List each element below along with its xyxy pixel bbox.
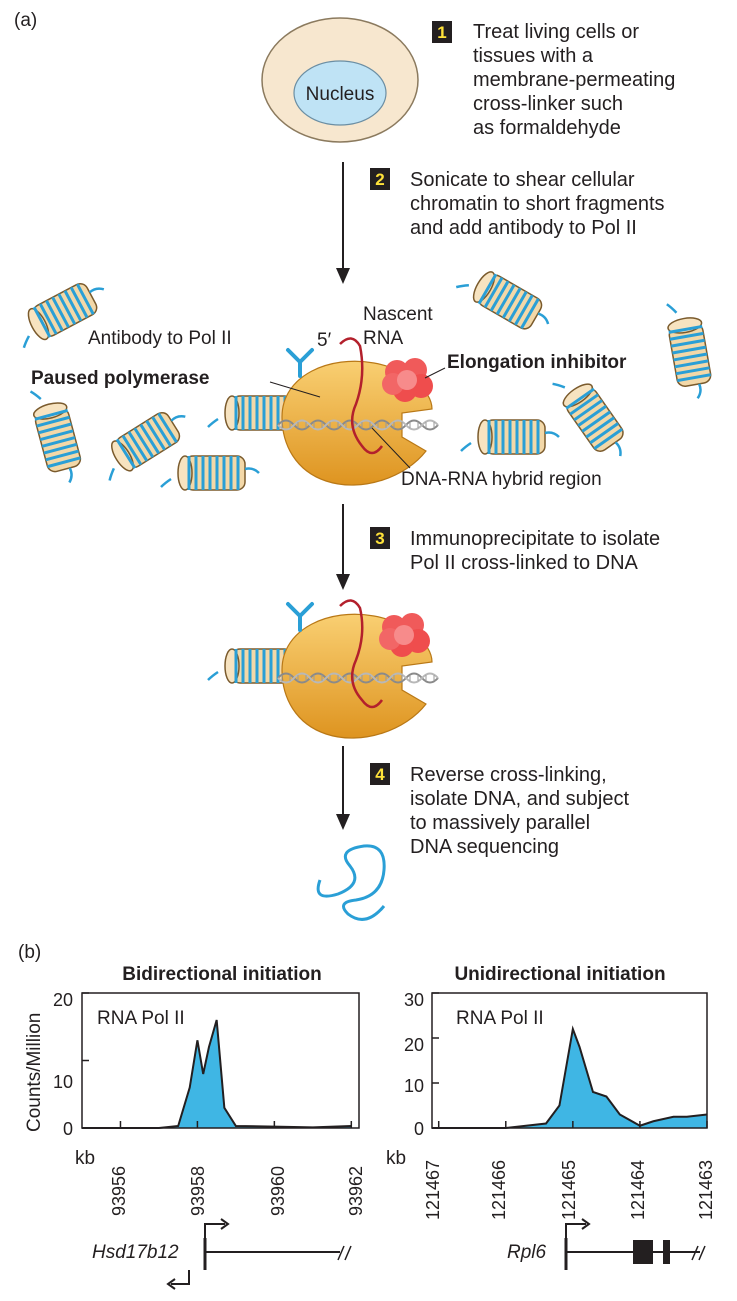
tss-reverse-arrow [171, 1270, 190, 1285]
x-tick-label: 121467 [423, 1160, 443, 1220]
y-tick-label: 20 [404, 1035, 424, 1055]
y-axis-label: Counts/Million [24, 1013, 45, 1132]
nascent-rna [339, 337, 384, 455]
y-tick-label: 10 [404, 1076, 424, 1096]
series-line [432, 1025, 708, 1129]
x-tick-label: 93962 [346, 1166, 366, 1216]
immunoprecipitated-complex [206, 599, 439, 739]
exon [633, 1240, 653, 1264]
plot-frame [81, 992, 360, 1129]
x-tick-label: 93960 [268, 1166, 288, 1216]
arrow-step-2 [336, 162, 350, 284]
nucleus-label: Nucleus [306, 84, 375, 105]
step-4-badge: 4 [370, 763, 390, 785]
series-area [82, 1020, 352, 1128]
step-4-number: 4 [375, 765, 385, 784]
y-tick-label: 0 [414, 1119, 424, 1139]
gene-model-rpl6: Rpl6 [507, 1218, 706, 1270]
y-tick-label: 10 [53, 1072, 73, 1092]
x-tick-label: 121465 [559, 1160, 579, 1220]
series-label: RNA Pol II [456, 1008, 544, 1029]
kb-label: kb [386, 1148, 406, 1169]
x-tick-label: 121464 [628, 1160, 648, 1220]
series-area [432, 1029, 707, 1128]
series-label: RNA Pol II [97, 1008, 185, 1029]
label-antibody: Antibody to Pol II [88, 328, 232, 349]
nucleosome [453, 258, 559, 341]
plot-frame [431, 992, 708, 1129]
y-tick-label: 20 [53, 990, 73, 1010]
polymerase-complex [206, 337, 439, 486]
x-tick-label: 121466 [489, 1160, 509, 1220]
step-2-number: 2 [375, 170, 384, 189]
panel-a-label: (a) [14, 10, 37, 31]
gene-label: Hsd17b12 [92, 1242, 179, 1263]
nucleosome [26, 381, 88, 489]
step-2-badge: 2 [370, 168, 390, 190]
step-1-badge: 1 [432, 21, 452, 43]
isolated-dna [316, 844, 386, 921]
kb-label: kb [75, 1148, 95, 1169]
chart-bidirectional: Bidirectional initiation 20 10 0 RNA Pol… [53, 964, 366, 1290]
chart-title: Unidirectional initiation [454, 964, 665, 985]
gene-model-hsd17b12: Hsd17b12 [92, 1218, 352, 1290]
step-3-badge: 3 [370, 527, 390, 549]
tss-forward-arrow [204, 1223, 225, 1238]
label-nascent: Nascent RNA [363, 304, 438, 349]
gene-label: Rpl6 [507, 1242, 547, 1263]
exon [663, 1240, 670, 1264]
step-3-number: 3 [375, 529, 384, 548]
step-2-text: Sonicate to shear cellular chromatin to … [410, 169, 670, 239]
antibody-icon [286, 348, 314, 378]
x-tick-label: 93958 [188, 1166, 208, 1216]
tss-forward-arrow [565, 1223, 586, 1238]
nucleosome [662, 297, 716, 403]
nucleosome [459, 418, 561, 456]
step-3-text: Immunoprecipitate to isolate Pol II cros… [410, 528, 666, 574]
label-five-prime: 5′ [317, 330, 332, 351]
chart-unidirectional: Unidirectional initiation 30 20 10 0 RNA… [386, 964, 716, 1270]
y-tick-label: 0 [63, 1119, 73, 1139]
step-1-number: 1 [437, 23, 446, 42]
y-tick-label: 30 [404, 990, 424, 1010]
panel-b-label: (b) [18, 942, 41, 963]
step-1-text: Treat living cells or tissues with a mem… [473, 21, 681, 139]
x-tick-label: 121463 [696, 1160, 716, 1220]
arrow-step-3 [336, 504, 350, 590]
step-4-text: Reverse cross-linking, isolate DNA, and … [410, 764, 635, 858]
nascent-rna [339, 599, 384, 709]
nucleus [293, 60, 387, 126]
label-paused-polymerase: Paused polymerase [31, 368, 209, 389]
x-tick-label: 93956 [109, 1166, 129, 1216]
arrow-step-4 [336, 746, 350, 830]
chart-title: Bidirectional initiation [122, 964, 322, 985]
label-hybrid-region: DNA-RNA hybrid region [401, 469, 602, 490]
nucleosome [159, 454, 261, 492]
nucleosome [548, 364, 636, 468]
label-elongation-inhibitor: Elongation inhibitor [447, 352, 627, 373]
